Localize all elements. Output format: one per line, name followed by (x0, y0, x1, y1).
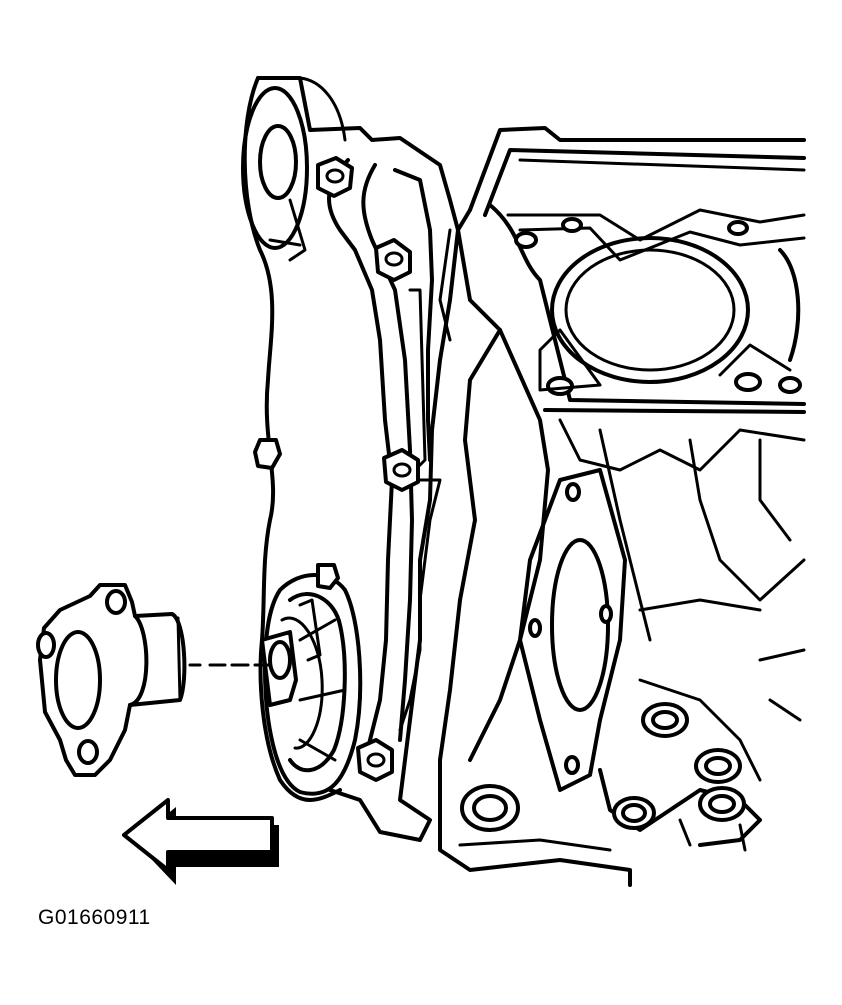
figure-code: G01660911 (38, 906, 151, 929)
timing-cover-icon (241, 76, 460, 842)
bolt-icon (316, 156, 420, 782)
pump-housing-icon (36, 583, 272, 777)
engine-block-icon (438, 126, 806, 887)
removal-arrow-icon (122, 798, 279, 885)
